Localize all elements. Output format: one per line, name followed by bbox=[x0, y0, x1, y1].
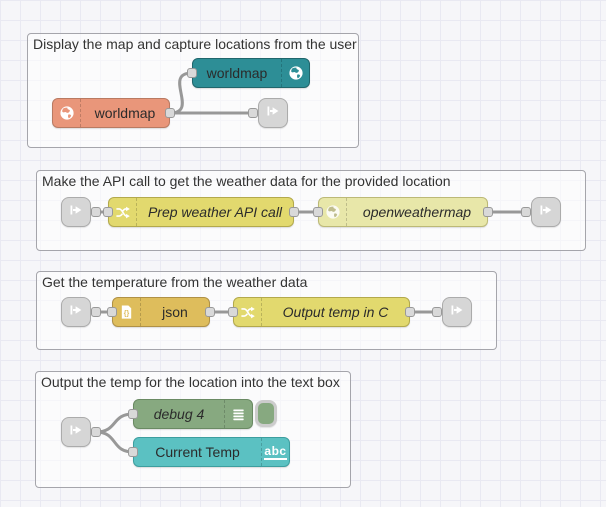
output-port[interactable] bbox=[91, 427, 101, 437]
link-out-node[interactable] bbox=[442, 297, 472, 327]
node-openweathermap[interactable]: openweathermap bbox=[318, 197, 488, 227]
input-port[interactable] bbox=[187, 68, 197, 78]
node-json[interactable]: {} json bbox=[112, 297, 210, 327]
group-title: Output the temp for the location into th… bbox=[41, 374, 340, 390]
node-label: Output temp in C bbox=[282, 304, 389, 320]
link-arrow-icon bbox=[538, 202, 554, 223]
output-port[interactable] bbox=[289, 207, 299, 217]
node-debug[interactable]: debug 4 bbox=[133, 399, 253, 429]
node-label: json bbox=[162, 304, 188, 320]
globe-icon bbox=[319, 198, 347, 226]
node-change-output-temp[interactable]: Output temp in C bbox=[233, 297, 410, 327]
group-title: Get the temperature from the weather dat… bbox=[42, 274, 308, 290]
node-label: Current Temp bbox=[155, 444, 240, 460]
debug-enable-toggle[interactable] bbox=[255, 400, 277, 427]
input-port[interactable] bbox=[128, 447, 138, 457]
link-arrow-icon bbox=[68, 422, 84, 443]
input-port[interactable] bbox=[107, 307, 117, 317]
svg-text:{}: {} bbox=[124, 310, 130, 317]
link-arrow-icon bbox=[68, 302, 84, 323]
node-worldmap-out[interactable]: worldmap bbox=[52, 98, 170, 128]
globe-icon bbox=[281, 59, 309, 87]
node-label: worldmap bbox=[206, 65, 268, 81]
link-in-node[interactable] bbox=[61, 417, 91, 447]
node-worldmap-in[interactable]: worldmap bbox=[192, 58, 310, 88]
input-port[interactable] bbox=[103, 207, 113, 217]
group-display-map[interactable]: Display the map and capture locations fr… bbox=[27, 33, 359, 148]
output-port[interactable] bbox=[405, 307, 415, 317]
link-out-node[interactable] bbox=[258, 98, 288, 128]
output-port[interactable] bbox=[483, 207, 493, 217]
node-label: debug 4 bbox=[153, 406, 205, 422]
link-arrow-icon bbox=[68, 202, 84, 223]
link-arrow-icon bbox=[449, 302, 465, 323]
link-arrow-icon bbox=[265, 103, 281, 124]
debug-list-icon bbox=[224, 400, 252, 428]
node-label: worldmap bbox=[94, 105, 156, 121]
output-port[interactable] bbox=[91, 307, 101, 317]
input-port[interactable] bbox=[128, 409, 138, 419]
output-port[interactable] bbox=[165, 108, 175, 118]
input-port[interactable] bbox=[521, 207, 531, 217]
input-port[interactable] bbox=[228, 307, 238, 317]
json-file-icon: {} bbox=[113, 298, 141, 326]
group-title: Display the map and capture locations fr… bbox=[33, 36, 357, 52]
input-port[interactable] bbox=[432, 307, 442, 317]
shuffle-icon bbox=[234, 298, 262, 326]
input-port[interactable] bbox=[313, 207, 323, 217]
wire[interactable] bbox=[94, 430, 135, 454]
link-in-node[interactable] bbox=[61, 197, 91, 227]
globe-icon bbox=[53, 99, 81, 127]
node-label: Prep weather API call bbox=[147, 204, 283, 220]
input-port[interactable] bbox=[248, 108, 258, 118]
node-label: openweathermap bbox=[362, 204, 472, 220]
abc-text-icon: abc bbox=[261, 438, 289, 466]
link-in-node[interactable] bbox=[61, 297, 91, 327]
node-change-prep-weather[interactable]: Prep weather API call bbox=[108, 197, 294, 227]
group-title: Make the API call to get the weather dat… bbox=[42, 173, 451, 189]
output-port[interactable] bbox=[91, 207, 101, 217]
shuffle-icon bbox=[109, 198, 137, 226]
node-ui-text-current-temp[interactable]: Current Temp abc bbox=[133, 437, 290, 467]
link-out-node[interactable] bbox=[531, 197, 561, 227]
output-port[interactable] bbox=[205, 307, 215, 317]
